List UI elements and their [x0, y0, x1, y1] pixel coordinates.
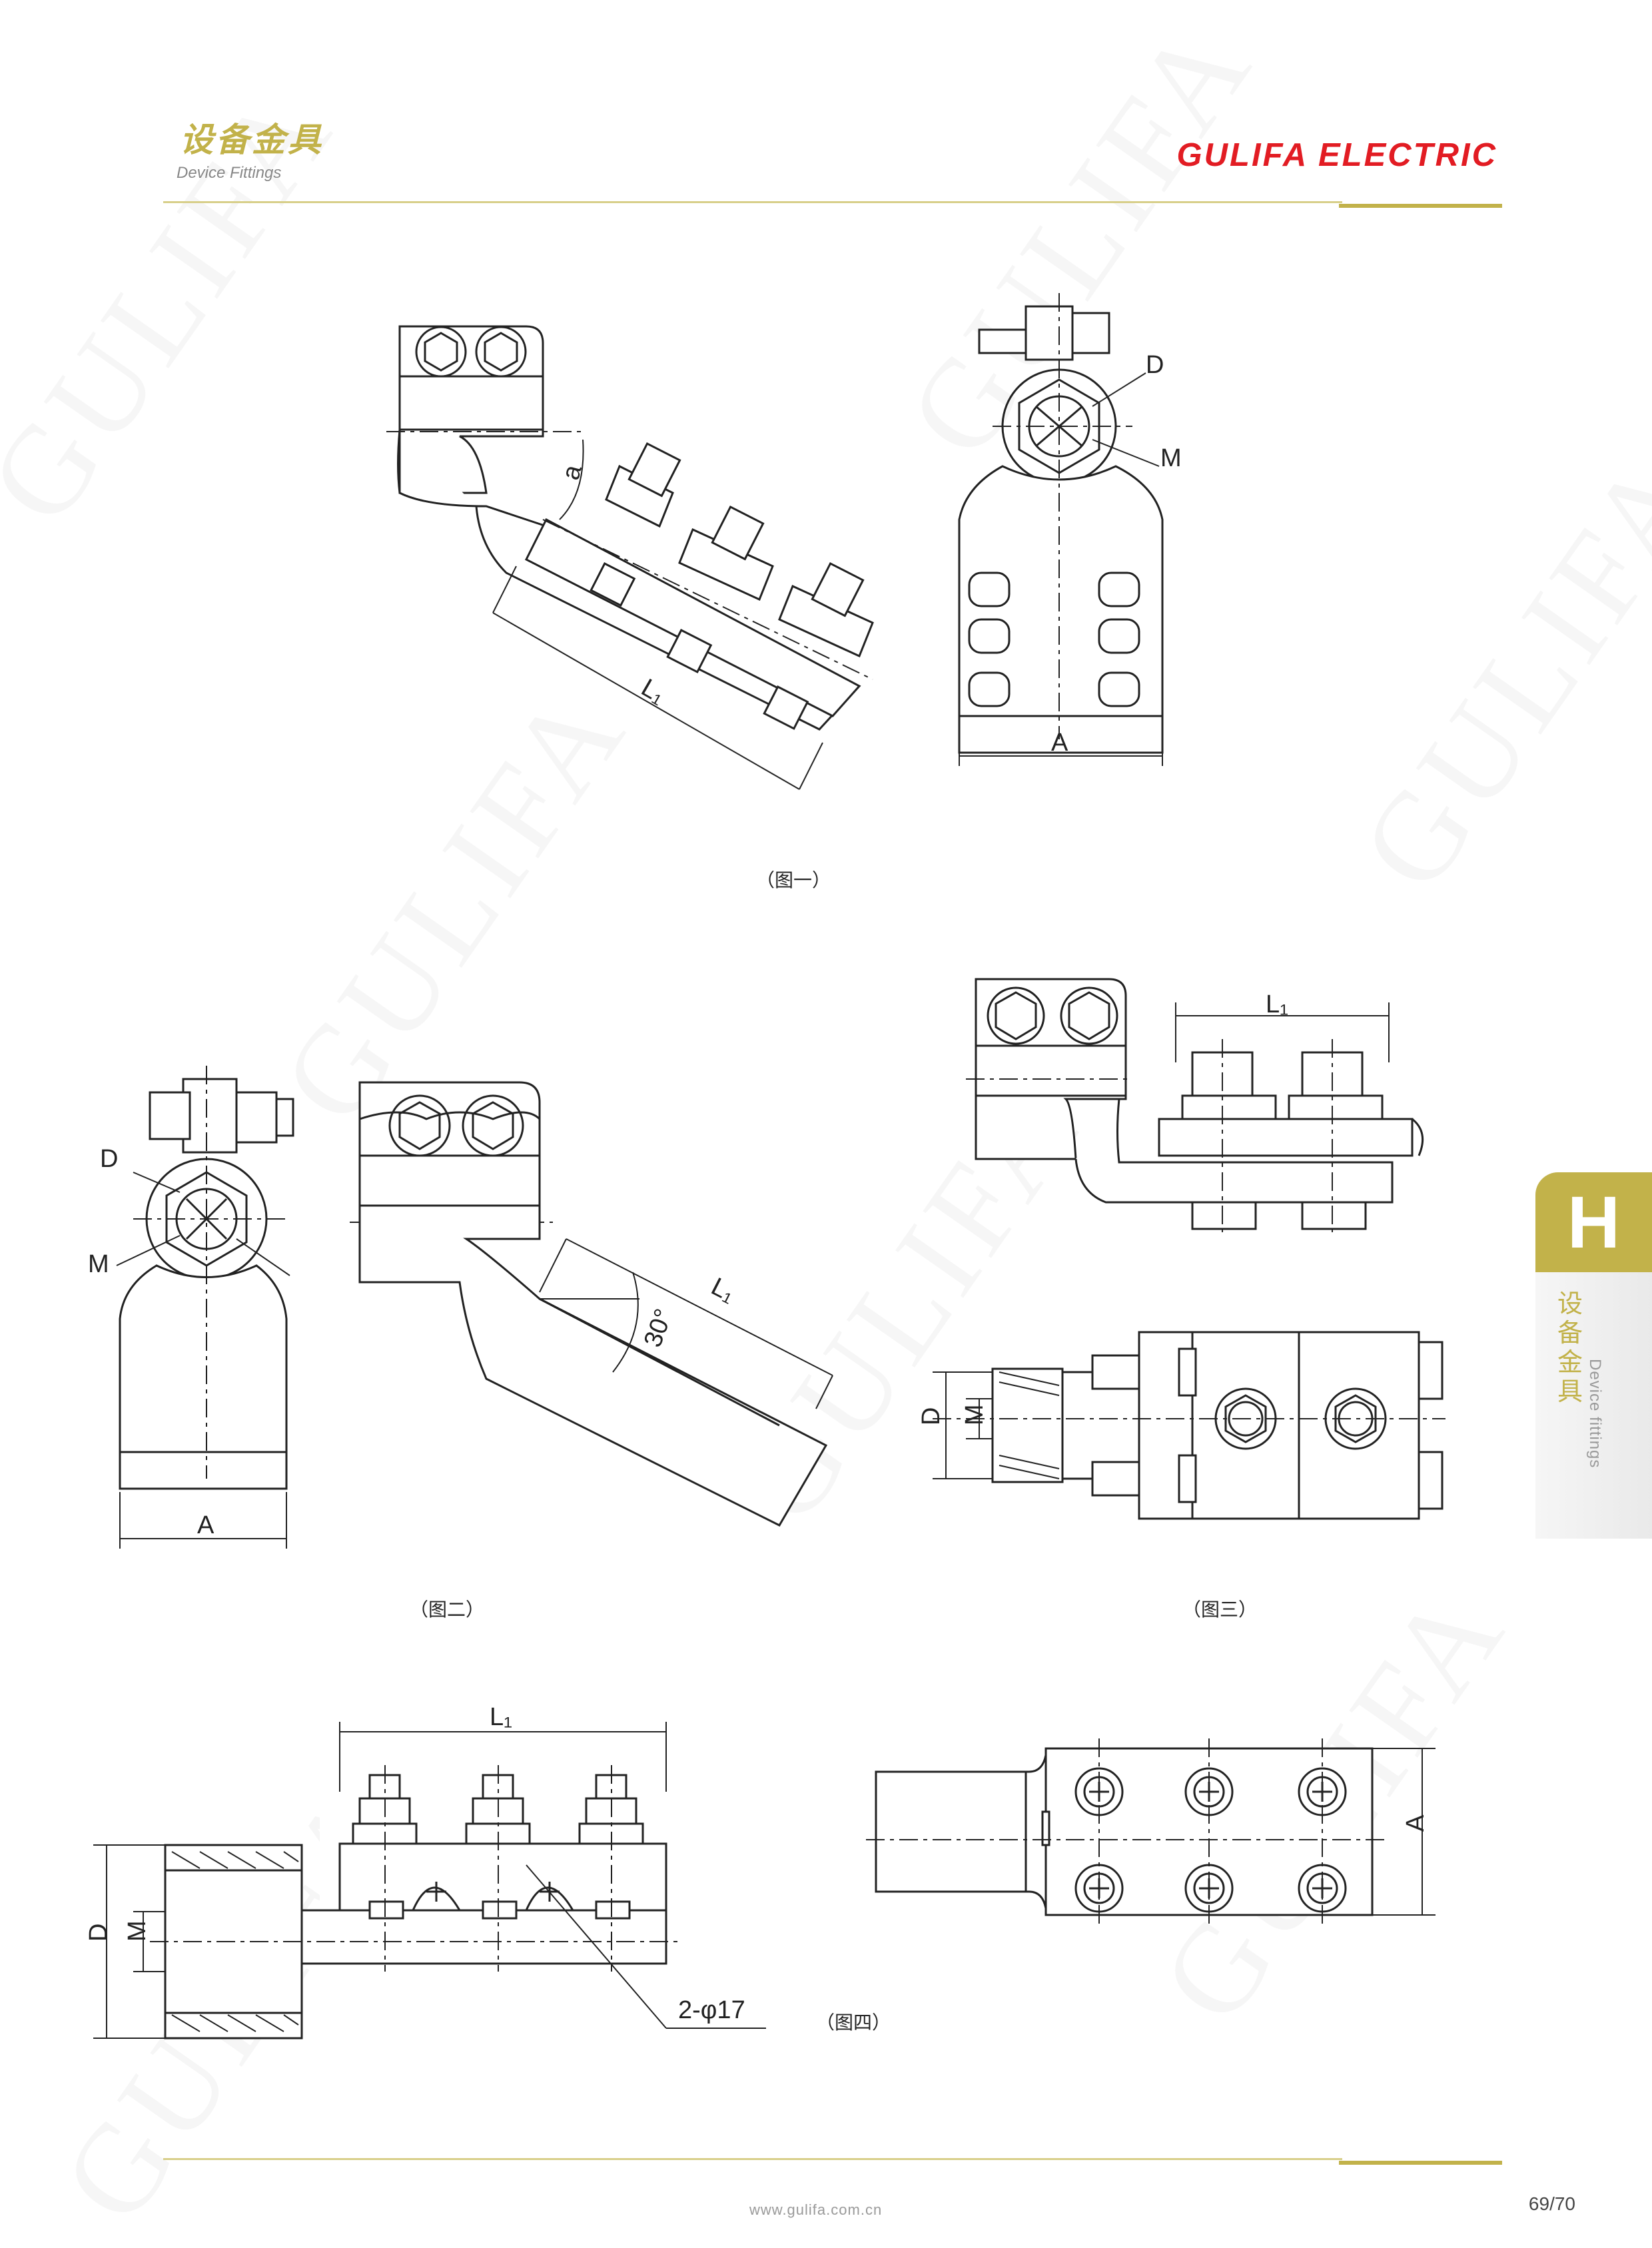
fig4-label-holes: 2-φ17 — [678, 1996, 745, 2024]
category-subtitle: Device Fittings — [177, 164, 282, 182]
fig1-front-view: A D M — [958, 293, 1182, 766]
fig1-label-a-width: A — [1051, 729, 1068, 757]
fig1-bolt-2 — [666, 505, 774, 673]
header-divider-accent — [1339, 204, 1502, 208]
fig3-label-m: M — [961, 1404, 989, 1425]
fig2-label-a: A — [197, 1511, 214, 1539]
fig4-label-d: D — [85, 1924, 113, 1942]
footer-divider-accent — [1339, 2161, 1502, 2165]
fig4-label-m: M — [123, 1920, 151, 1942]
figure-4-caption: （图四） — [816, 2012, 891, 2034]
figure-3-caption: （图三） — [1182, 1599, 1258, 1621]
footer-website: www.gulifa.com.cn — [749, 2201, 883, 2218]
brand-logo: GULIFA ELECTRIC — [1176, 137, 1497, 173]
page-number: 69/70 — [1528, 2193, 1575, 2214]
fig4-top-view: A — [866, 1738, 1436, 1925]
section-tab-subtitle: Device fittings — [1586, 1359, 1604, 1469]
fig3-side-view: L₁ — [966, 978, 1424, 1232]
fig3-top-view: D M — [917, 1331, 1446, 1520]
fig4-side-view-main: L₁ — [85, 1695, 766, 2042]
footer-divider — [163, 2158, 1342, 2160]
fig2-front-view: A D M — [88, 1066, 294, 1549]
fig1-label-m: M — [1160, 444, 1182, 472]
figure-2-caption: （图二） — [410, 1599, 485, 1621]
section-tab-title: 设备金具 — [1557, 1289, 1583, 1406]
fig4-label-a: A — [1402, 1814, 1430, 1832]
fig1-label-d: D — [1146, 351, 1164, 379]
header-divider — [163, 201, 1342, 203]
fig3-label-d: D — [917, 1407, 945, 1425]
section-tab-body — [1535, 1272, 1652, 1539]
fig1-bolt-3 — [763, 562, 874, 730]
fig3-label-l1: L₁ — [1266, 990, 1288, 1018]
category-title: 设备金具 — [180, 121, 324, 159]
fig1-bolt-1 — [590, 442, 681, 607]
fig4-label-l1: L₁ — [490, 1703, 512, 1731]
figure-1-caption: （图一） — [756, 869, 831, 891]
fig2-label-d: D — [100, 1145, 118, 1173]
section-tab-letter: H — [1535, 1172, 1652, 1272]
fig2-label-m: M — [88, 1250, 109, 1278]
